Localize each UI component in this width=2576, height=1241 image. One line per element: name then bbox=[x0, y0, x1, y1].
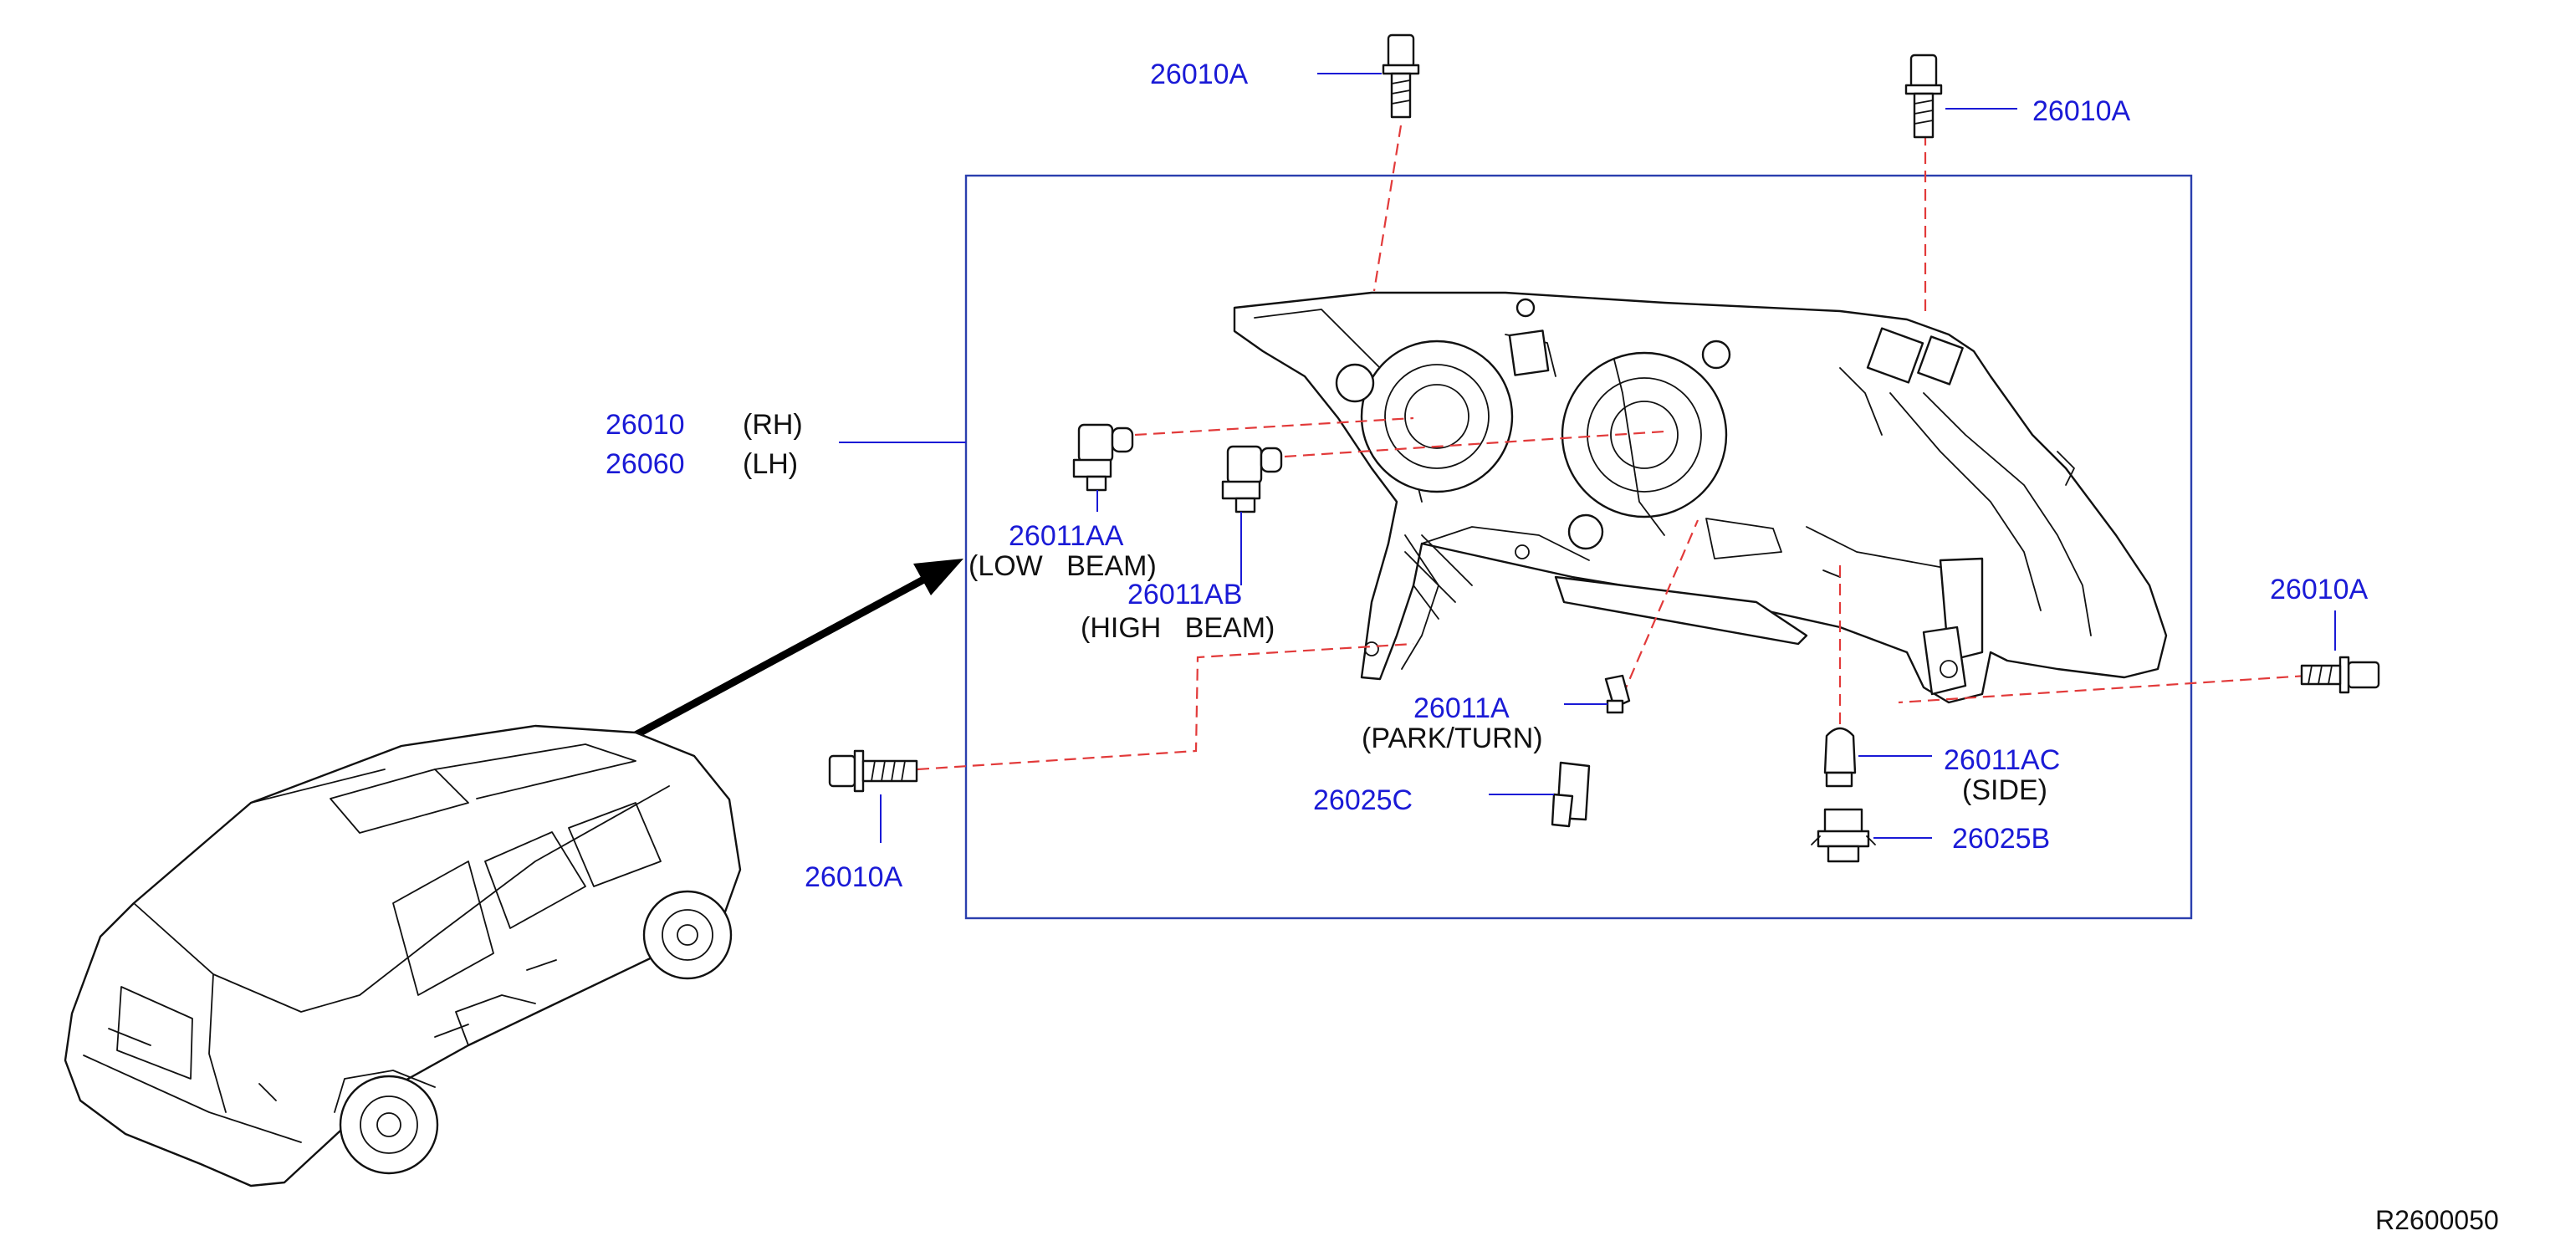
side-bulb bbox=[1823, 727, 1857, 788]
bolt-bottom-left-part-number: 26010A bbox=[805, 861, 903, 893]
bolt-right bbox=[2300, 656, 2380, 694]
assembly-lh-part-number: 26060 bbox=[606, 448, 685, 480]
vehicle-to-assembly-arrow bbox=[631, 559, 963, 739]
high-beam-part-number: 26011AB bbox=[1127, 579, 1242, 610]
high-beam-note: (HIGH BEAM) bbox=[1081, 612, 1275, 644]
headlamp-housing bbox=[1233, 291, 2168, 704]
bolt-top-right-part-number: 26010A bbox=[2032, 95, 2131, 127]
low-beam-bulb bbox=[1072, 423, 1134, 492]
socket-26025b-part-number: 26025B bbox=[1952, 823, 2050, 855]
socket-26025c bbox=[1551, 761, 1591, 828]
assembly-rh-part-number: 26010 bbox=[606, 409, 685, 441]
vehicle-illustration bbox=[64, 724, 742, 1187]
assembly-rh-note: (RH) bbox=[743, 409, 803, 441]
bolt-top-left bbox=[1382, 33, 1420, 119]
park-turn-bulb bbox=[1604, 674, 1631, 714]
leader-lines bbox=[880, 73, 2336, 843]
park-turn-note: (PARK/TURN) bbox=[1362, 723, 1543, 754]
installation-dashes bbox=[917, 125, 2308, 771]
high-beam-bulb bbox=[1221, 445, 1283, 513]
low-beam-note: (LOW BEAM) bbox=[969, 550, 1157, 582]
bolt-top-left-part-number: 26010A bbox=[1150, 59, 1249, 90]
low-beam-part-number: 26011AA bbox=[1009, 520, 1124, 552]
side-part-number: 26011AC bbox=[1944, 744, 2060, 776]
socket-26025b bbox=[1811, 808, 1876, 863]
reference-code: R2600050 bbox=[2375, 1205, 2499, 1235]
side-note: (SIDE) bbox=[1962, 774, 2047, 806]
bolt-right-part-number: 26010A bbox=[2270, 574, 2369, 605]
bolt-bottom-left bbox=[828, 749, 918, 793]
bolt-top-right bbox=[1904, 54, 1943, 139]
assembly-lh-note: (LH) bbox=[743, 448, 798, 480]
socket-26025c-part-number: 26025C bbox=[1313, 784, 1413, 816]
assembly-frame bbox=[964, 174, 2193, 920]
park-turn-part-number: 26011A bbox=[1413, 692, 1510, 724]
